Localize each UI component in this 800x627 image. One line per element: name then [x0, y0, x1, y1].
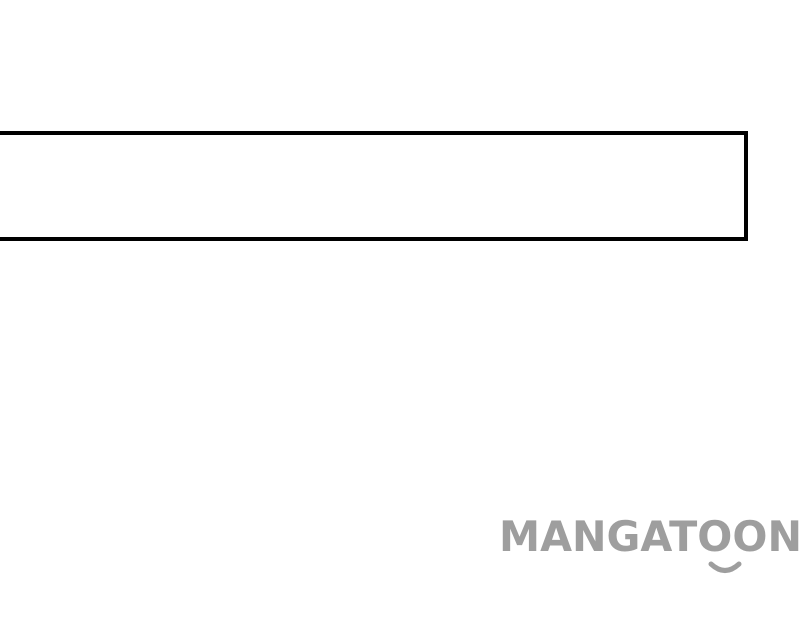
comic-panel-frame [0, 131, 748, 241]
smile-logo-icon [708, 561, 742, 573]
watermark-text: MANGATOON [499, 512, 800, 561]
mangatoon-logo: MANGATOON [499, 512, 800, 573]
mangatoon-watermark: MANGATOON [499, 512, 800, 582]
